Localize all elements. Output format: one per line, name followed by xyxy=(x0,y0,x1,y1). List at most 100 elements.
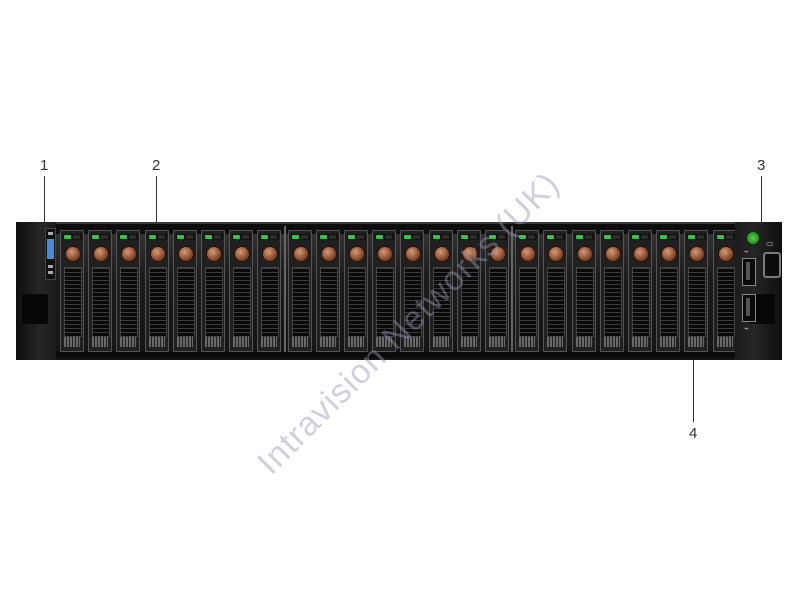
drive-bay[interactable] xyxy=(571,230,596,352)
drive-release-latch-icon[interactable] xyxy=(604,246,621,262)
drive-activity-led-icon xyxy=(519,235,527,239)
drive-led-strip xyxy=(715,234,735,240)
drive-release-latch-icon[interactable] xyxy=(121,246,138,262)
drive-bay[interactable] xyxy=(229,230,254,352)
drive-release-latch-icon[interactable] xyxy=(292,246,309,262)
left-ear-handle xyxy=(22,294,48,324)
drive-release-latch-icon[interactable] xyxy=(633,246,649,262)
drive-release-latch-icon[interactable] xyxy=(234,246,251,262)
drive-carrier-vent xyxy=(575,267,594,337)
drive-bay[interactable] xyxy=(712,230,737,352)
drive-bay[interactable] xyxy=(428,230,453,352)
drive-release-latch-icon[interactable] xyxy=(177,246,194,262)
drive-release-latch-icon[interactable] xyxy=(490,246,506,262)
drive-carrier-vent xyxy=(547,267,566,337)
drive-led-strip xyxy=(375,234,395,240)
drive-release-latch-icon[interactable] xyxy=(405,246,422,262)
power-button-icon[interactable] xyxy=(746,231,760,245)
drive-release-latch-icon[interactable] xyxy=(377,246,394,262)
drive-label-tag xyxy=(261,337,278,347)
drive-release-latch-icon[interactable] xyxy=(206,246,222,262)
drive-led-strip xyxy=(687,234,707,240)
status-indicator-icon xyxy=(48,232,53,235)
status-indicator-icon xyxy=(48,271,53,274)
drive-carrier-vent xyxy=(92,267,111,337)
drive-bay[interactable] xyxy=(628,230,652,352)
drive-activity-led-icon xyxy=(603,235,611,239)
drive-carrier-vent xyxy=(460,267,479,337)
drive-release-latch-icon[interactable] xyxy=(576,246,593,262)
drive-carrier-vent xyxy=(660,267,679,337)
drive-bay[interactable] xyxy=(515,230,540,352)
drive-release-latch-icon[interactable] xyxy=(433,246,450,262)
drive-release-latch-icon[interactable] xyxy=(520,246,537,262)
drive-bay[interactable] xyxy=(172,230,197,352)
drive-bay[interactable] xyxy=(456,230,481,352)
drive-carrier-vent xyxy=(120,267,139,337)
drive-status-led-icon xyxy=(441,235,449,239)
drive-bay[interactable] xyxy=(344,230,368,352)
drive-release-latch-icon[interactable] xyxy=(65,246,81,262)
drive-led-strip xyxy=(431,234,451,240)
drive-bay[interactable] xyxy=(287,230,312,352)
drive-label-tag xyxy=(575,337,592,347)
callout-4-leader xyxy=(693,358,694,422)
drive-bay-bottom-rail xyxy=(56,352,735,358)
drive-bay[interactable] xyxy=(485,230,509,352)
drive-activity-led-icon xyxy=(660,235,668,239)
usb-icon[interactable] xyxy=(742,258,756,286)
drive-led-strip xyxy=(403,234,423,240)
drive-release-latch-icon[interactable] xyxy=(548,246,565,262)
callout-2: 2 xyxy=(152,157,161,174)
drive-activity-led-icon xyxy=(460,235,468,239)
drive-bay[interactable] xyxy=(684,230,709,352)
drive-bay[interactable] xyxy=(372,230,397,352)
drive-led-strip xyxy=(459,234,479,240)
drive-label-tag xyxy=(376,337,393,347)
drive-status-led-icon xyxy=(157,235,165,239)
drive-release-latch-icon[interactable] xyxy=(461,246,478,262)
drive-status-led-icon xyxy=(725,235,733,239)
drive-bay[interactable] xyxy=(144,230,169,352)
drive-bay[interactable] xyxy=(88,230,113,352)
drive-label-tag xyxy=(120,337,137,347)
drive-release-latch-icon[interactable] xyxy=(349,246,365,262)
drive-bay[interactable] xyxy=(543,230,568,352)
drive-activity-led-icon xyxy=(489,235,496,239)
drive-backplane-divider xyxy=(511,226,513,356)
drive-label-tag xyxy=(205,337,221,347)
drive-led-strip xyxy=(347,234,366,240)
callout-1: 1 xyxy=(40,157,49,174)
drive-release-latch-icon[interactable] xyxy=(320,246,337,262)
drive-bay[interactable] xyxy=(599,230,624,352)
drive-carrier-vent xyxy=(261,267,280,337)
drive-release-latch-icon[interactable] xyxy=(262,246,279,262)
drive-bay[interactable] xyxy=(400,230,425,352)
drive-bay[interactable] xyxy=(116,230,141,352)
vga-icon[interactable] xyxy=(763,252,781,278)
drive-status-led-icon xyxy=(328,235,336,239)
drive-label-tag xyxy=(404,337,421,347)
drive-status-led-icon xyxy=(612,235,620,239)
drive-bay[interactable] xyxy=(315,230,340,352)
drive-release-latch-icon[interactable] xyxy=(149,246,166,262)
drive-bay[interactable] xyxy=(257,230,282,352)
drive-release-latch-icon[interactable] xyxy=(93,246,110,262)
drive-release-latch-icon[interactable] xyxy=(661,246,678,262)
drive-label-tag xyxy=(64,337,80,347)
drive-bay[interactable] xyxy=(60,230,84,352)
drive-release-latch-icon[interactable] xyxy=(689,246,706,262)
drive-activity-led-icon xyxy=(716,235,724,239)
left-control-panel[interactable] xyxy=(45,228,56,280)
drive-status-led-icon xyxy=(697,235,705,239)
drive-label-tag xyxy=(176,337,193,347)
drive-backplane-divider xyxy=(284,226,286,356)
drive-activity-led-icon xyxy=(404,235,412,239)
drive-activity-led-icon xyxy=(261,235,269,239)
drive-bay[interactable] xyxy=(201,230,225,352)
server-chassis xyxy=(16,222,782,360)
usb-icon[interactable] xyxy=(742,294,756,322)
drive-carrier-vent xyxy=(205,267,223,337)
drive-release-latch-icon[interactable] xyxy=(717,246,734,262)
drive-bay[interactable] xyxy=(656,230,681,352)
